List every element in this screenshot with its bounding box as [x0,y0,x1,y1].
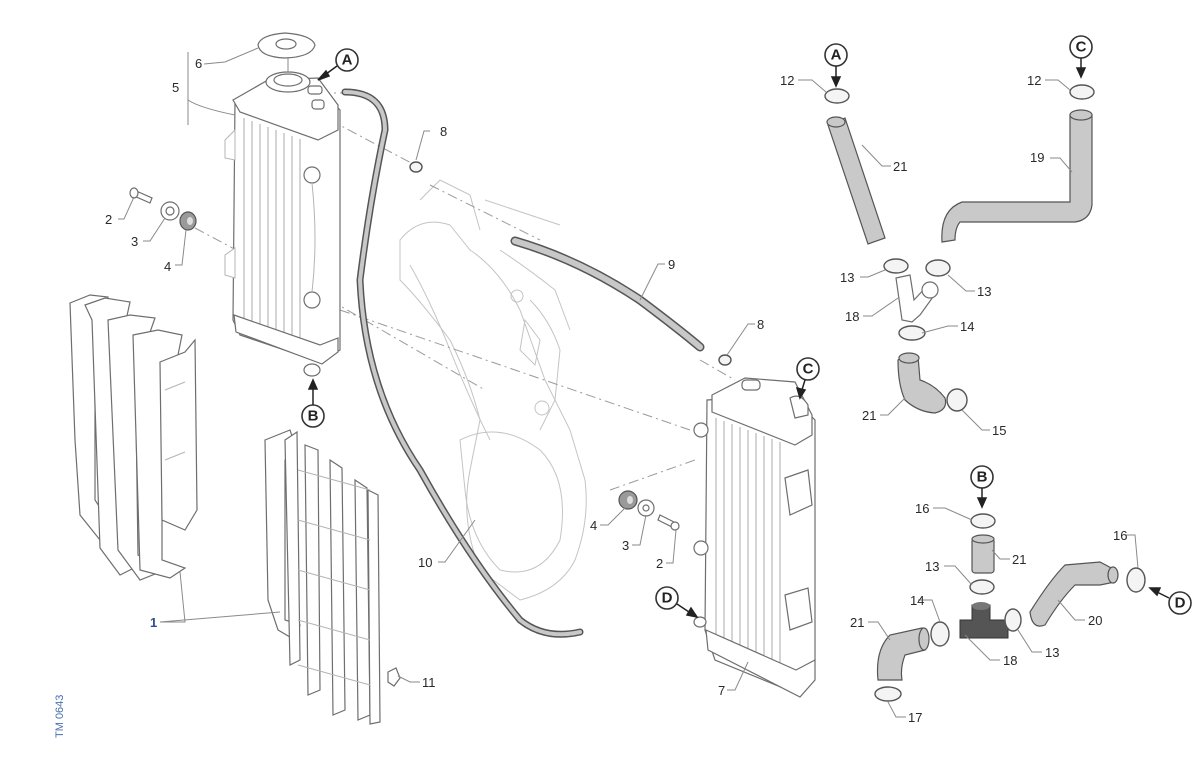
ref-letter-c: C [803,361,814,378]
callout-6: 6 [195,56,202,71]
overflow-hose [341,88,584,638]
callout-4: 4 [590,518,597,533]
callout-21: 21 [862,408,876,423]
radiator-grille [264,429,381,725]
upper-hose-group [824,84,1095,414]
ref-letter-b: B [308,408,319,425]
callout-21: 21 [850,615,864,630]
callout-13: 13 [925,559,939,574]
callout-21: 21 [1012,552,1026,567]
reference-marker-d-hose: D [1148,587,1192,615]
right-radiator [693,377,816,698]
callout-21: 21 [893,159,907,174]
callout-12: 12 [780,73,794,88]
callout-18: 18 [845,309,859,324]
callout-2: 2 [105,212,112,227]
callout-14: 14 [960,319,974,334]
reference-marker-b-left: B [301,378,325,428]
motorcycle-frame [399,179,587,601]
callout-19: 19 [1030,150,1044,165]
callout-13: 13 [840,270,854,285]
callout-12: 12 [1027,73,1041,88]
callout-2: 2 [656,556,663,571]
callout-8: 8 [757,317,764,332]
ref-letter-d: D [662,590,673,607]
callout-17: 17 [908,710,922,725]
callout-16: 16 [915,501,929,516]
callout-15: 15 [992,423,1006,438]
ref-letter-b: B [977,469,988,486]
callout-4: 4 [164,259,171,274]
ref-letter-c: C [1076,39,1087,56]
callout-9: 9 [668,257,675,272]
callout-13: 13 [1045,645,1059,660]
reference-marker-a-left: A [317,48,359,81]
reference-marker-d-right-radiator: D [655,586,699,619]
callout-labels: 6 5 2 3 4 8 9 8 10 1 11 7 4 3 2 12 12 21… [105,56,1127,725]
callout-13: 13 [977,284,991,299]
callout-3: 3 [622,538,629,553]
callout-3: 3 [131,234,138,249]
callout-18: 18 [1003,653,1017,668]
leader-lines [118,47,1139,718]
right-fasteners [618,490,680,531]
clip [387,667,401,687]
callout-20: 20 [1088,613,1102,628]
callout-14: 14 [910,593,924,608]
callout-11: 11 [422,675,436,690]
reference-marker-b-hose: B [970,465,994,509]
connecting-hose [510,236,705,352]
callout-10: 10 [418,555,432,570]
callout-5: 5 [172,80,179,95]
radiator-shroud-outer [69,294,198,581]
ref-letter-a: A [831,47,842,64]
left-fasteners [129,187,197,231]
left-radiator [224,71,341,377]
drawing-id: TM 0643 [54,695,66,738]
callout-8: 8 [440,124,447,139]
ref-letter-a: A [342,52,353,69]
callout-16: 16 [1113,528,1127,543]
reference-marker-c-hose: C [1069,35,1093,79]
reference-marker-a-hose: A [824,43,848,88]
callout-7: 7 [718,683,725,698]
ref-letter-d: D [1175,595,1186,612]
callout-1: 1 [150,615,157,630]
reference-marker-c-right-radiator: C [795,357,820,400]
radiator-cap [257,32,316,72]
small-hose-clamps [409,161,732,366]
